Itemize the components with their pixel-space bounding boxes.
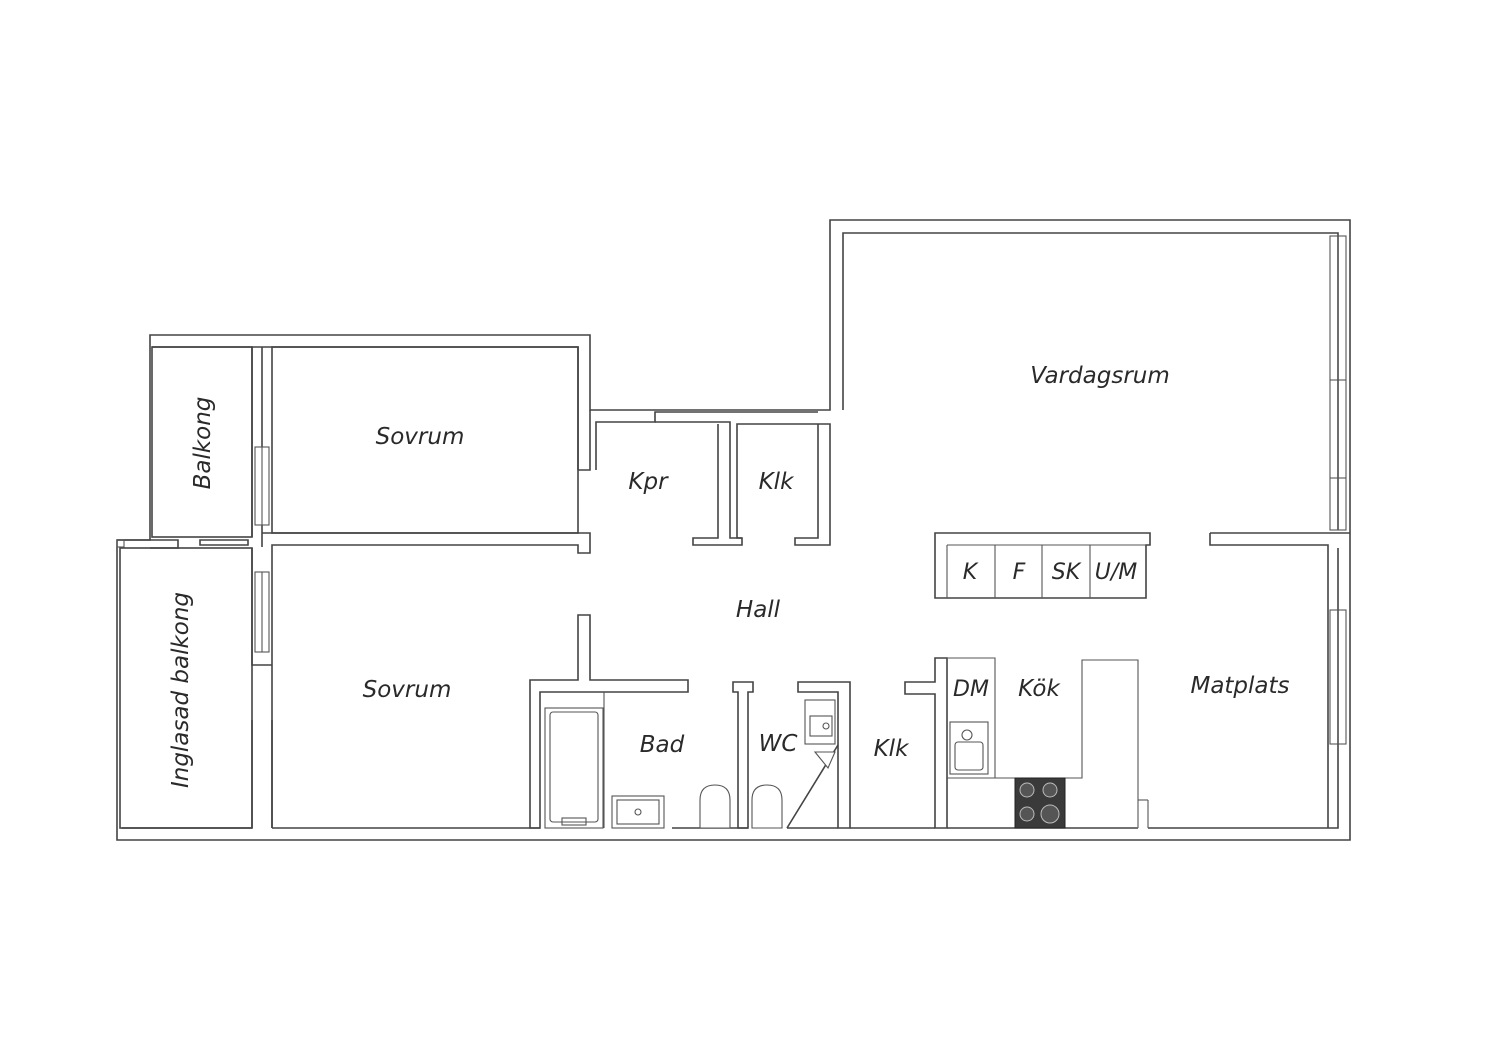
bathrooms	[544, 681, 851, 829]
closets	[655, 421, 831, 546]
label-balkong: Balkong	[190, 397, 216, 490]
label-inglasad-balkong: Inglasad balkong	[168, 592, 194, 788]
kitchen-counter	[947, 657, 1139, 828]
room-labels: Vardagsrum Sovrum Sovrum Balkong Inglasa…	[168, 363, 1290, 788]
klk-top-wall	[736, 423, 831, 546]
label-k: K	[963, 560, 979, 585]
label-vardagsrum: Vardagsrum	[1030, 363, 1170, 389]
bad-sink	[611, 795, 665, 829]
bedrooms	[262, 346, 689, 829]
bad-wc-wall	[732, 681, 754, 829]
label-kok: Kök	[1018, 676, 1061, 702]
label-klk-top: Klk	[759, 469, 795, 495]
label-klk-bottom: Klk	[874, 736, 910, 762]
balkong-wall	[251, 347, 263, 547]
living-dining	[1209, 235, 1350, 828]
inglasad-balkong-outline	[119, 547, 253, 829]
label-dm: DM	[953, 677, 989, 702]
label-hall: Hall	[736, 597, 781, 623]
label-f: F	[1013, 560, 1026, 585]
label-um: U/M	[1095, 560, 1138, 585]
kitchen-left-wall	[904, 657, 948, 829]
bedroom-divider-wall	[262, 532, 591, 828]
living-divider-wall	[1209, 532, 1350, 828]
sovrum-bottom-right-wall	[529, 614, 689, 829]
label-bad: Bad	[640, 732, 685, 758]
bad-toilet	[699, 784, 731, 829]
appliance-row	[934, 532, 1151, 599]
label-sovrum-bottom: Sovrum	[363, 677, 452, 703]
label-sk: SK	[1052, 560, 1082, 585]
wc-toilet	[751, 784, 783, 829]
label-wc: WC	[759, 731, 798, 757]
label-kpr: Kpr	[628, 469, 669, 495]
outer-walls	[116, 219, 1351, 841]
kpr-wall	[655, 421, 743, 546]
label-sovrum-top: Sovrum	[376, 424, 465, 450]
kitchen	[904, 657, 1149, 829]
outer-wall-outline	[116, 219, 1351, 841]
wc-right-wall	[797, 681, 851, 829]
kitchen-sink	[949, 721, 989, 775]
label-matplats: Matplats	[1190, 673, 1289, 699]
